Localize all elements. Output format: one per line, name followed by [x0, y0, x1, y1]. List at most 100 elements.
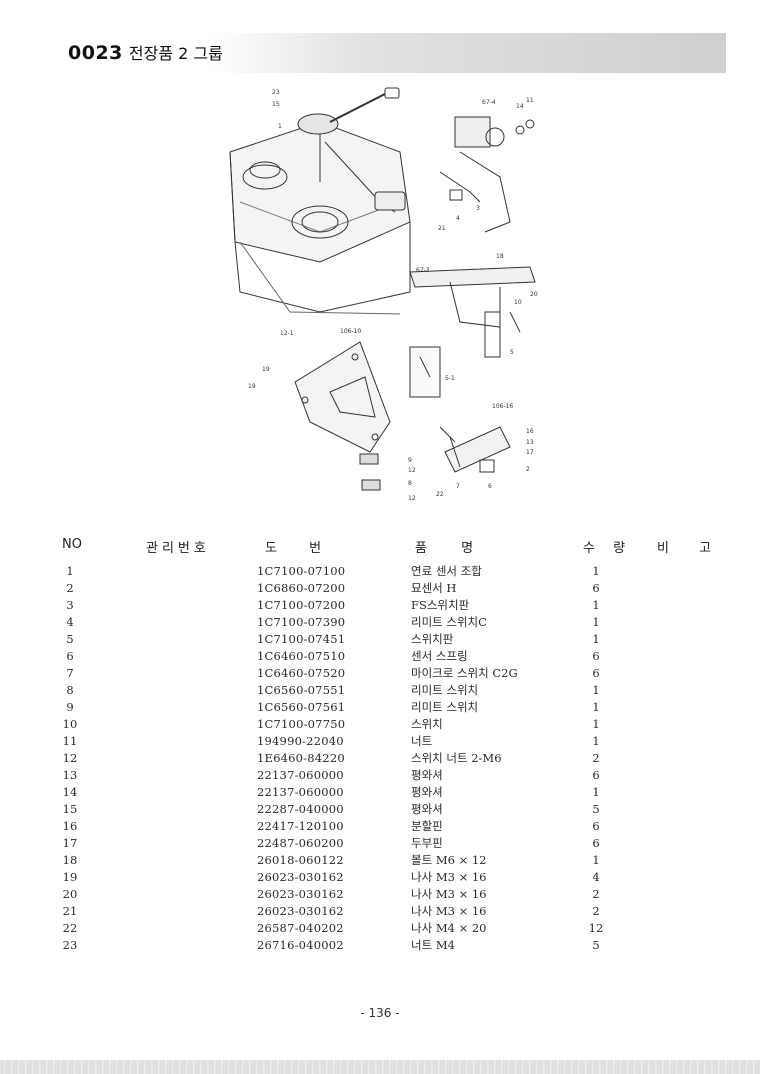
quantity: 12 [588, 921, 604, 935]
part-name: 나사 M4 × 20 [411, 921, 487, 935]
callout-label: 9 [408, 457, 412, 464]
quantity: 1 [592, 615, 600, 629]
part-number: 22487-060200 [257, 836, 344, 850]
row-number: 21 [62, 904, 78, 918]
callout-label: 22 [436, 491, 444, 498]
quantity: 2 [592, 887, 600, 901]
column-drawing-number: 도 번 [265, 541, 322, 556]
quantity: 4 [592, 870, 600, 884]
part-number: 1E6460-84220 [257, 751, 345, 765]
callout-label: 11 [526, 97, 534, 104]
quantity: 1 [592, 717, 600, 731]
part-number: 1C6460-07520 [257, 666, 346, 680]
quantity: 1 [592, 632, 600, 646]
table-row: 4 1C7100-07390 리미트 스위치C 1 [0, 614, 760, 631]
quantity: 1 [592, 734, 600, 748]
part-name: 스위치 [411, 717, 443, 731]
callout-label: 16 [526, 428, 534, 435]
part-number: 1C7100-07200 [257, 598, 346, 612]
callout-label: 106-10 [340, 328, 361, 335]
column-remarks: 비 고 [657, 541, 712, 556]
quantity: 1 [592, 785, 600, 799]
mid-bracket-drawing [409, 266, 536, 398]
part-number: 1C7100-07750 [257, 717, 346, 731]
part-number: 22417-120100 [257, 819, 344, 833]
row-number: 9 [66, 700, 74, 714]
row-number: 14 [62, 785, 78, 799]
part-name: 두부핀 [411, 836, 443, 850]
part-number: 194990-22040 [257, 734, 344, 748]
quantity: 6 [592, 768, 600, 782]
callout-label: 10 [514, 299, 522, 306]
quantity: 1 [592, 853, 600, 867]
part-name: 나사 M3 × 16 [411, 870, 487, 884]
callout-label: 21 [438, 225, 446, 232]
callout-label: 12 [408, 467, 416, 474]
part-number: 22137-060000 [257, 768, 344, 782]
part-number: 1C6560-07551 [257, 683, 346, 697]
callout-label: 18 [496, 253, 504, 260]
row-number: 10 [62, 717, 78, 731]
table-row: 23 26716-040002 너트 M4 5 [0, 937, 760, 954]
row-number: 22 [62, 921, 78, 935]
part-name: 나사 M3 × 16 [411, 904, 487, 918]
callout-label: 4 [456, 215, 460, 222]
part-name: 리미트 스위치C [411, 615, 487, 629]
row-number: 6 [66, 649, 74, 663]
row-number: 5 [66, 632, 74, 646]
part-name: 너트 [411, 734, 433, 748]
column-no: NO [62, 537, 82, 552]
callout-label: 15 [272, 101, 280, 108]
part-name: 리미트 스위치 [411, 700, 479, 714]
callout-label: 1 [278, 123, 282, 130]
part-number: 26716-040002 [257, 938, 344, 952]
part-number: 1C6560-07561 [257, 700, 346, 714]
part-number: 1C7100-07100 [257, 564, 346, 578]
part-name: 평와셔 [411, 768, 443, 782]
quantity: 1 [592, 700, 600, 714]
row-number: 20 [62, 887, 78, 901]
part-name: 너트 M4 [411, 938, 455, 952]
header-bar [62, 33, 726, 73]
part-number: 26023-030162 [257, 870, 344, 884]
parts-diagram: 23 15 1 67-4 14 11 3 4 21 18 67-3 10 20 … [229, 87, 538, 502]
callout-label: 5 [510, 349, 514, 356]
part-name: 볼트 M6 × 12 [411, 853, 487, 867]
part-name: 나사 M3 × 16 [411, 887, 487, 901]
part-number: 1C7100-07390 [257, 615, 346, 629]
page-number: - 136 - [360, 1006, 400, 1020]
callout-label: 5-1 [445, 375, 455, 382]
table-row: 10 1C7100-07750 스위치 1 [0, 716, 760, 733]
row-number: 3 [66, 598, 74, 612]
quantity: 5 [592, 938, 600, 952]
part-name: 스위치판 [411, 632, 454, 646]
callout-label: 12 [408, 495, 416, 502]
part-name: 센서 스프링 [411, 649, 468, 663]
callout-label: 2 [526, 466, 530, 473]
quantity: 1 [592, 564, 600, 578]
callout-label: 12-1 [280, 330, 294, 337]
callout-label: 106-16 [492, 403, 513, 410]
column-quantity: 수 량 [583, 541, 626, 556]
part-name: 연료 센서 조합 [411, 564, 482, 578]
quantity: 2 [592, 904, 600, 918]
row-number: 4 [66, 615, 74, 629]
callout-label: 23 [272, 89, 280, 96]
row-number: 1 [66, 564, 74, 578]
row-number: 23 [62, 938, 78, 952]
parts-table-header: NO 관리번호 도 번 품 명 수 량 비 고 [0, 537, 760, 559]
callout-label: 3 [476, 205, 480, 212]
table-row: 9 1C6560-07561 리미트 스위치 1 [0, 699, 760, 716]
callout-label: 67-4 [482, 99, 496, 106]
